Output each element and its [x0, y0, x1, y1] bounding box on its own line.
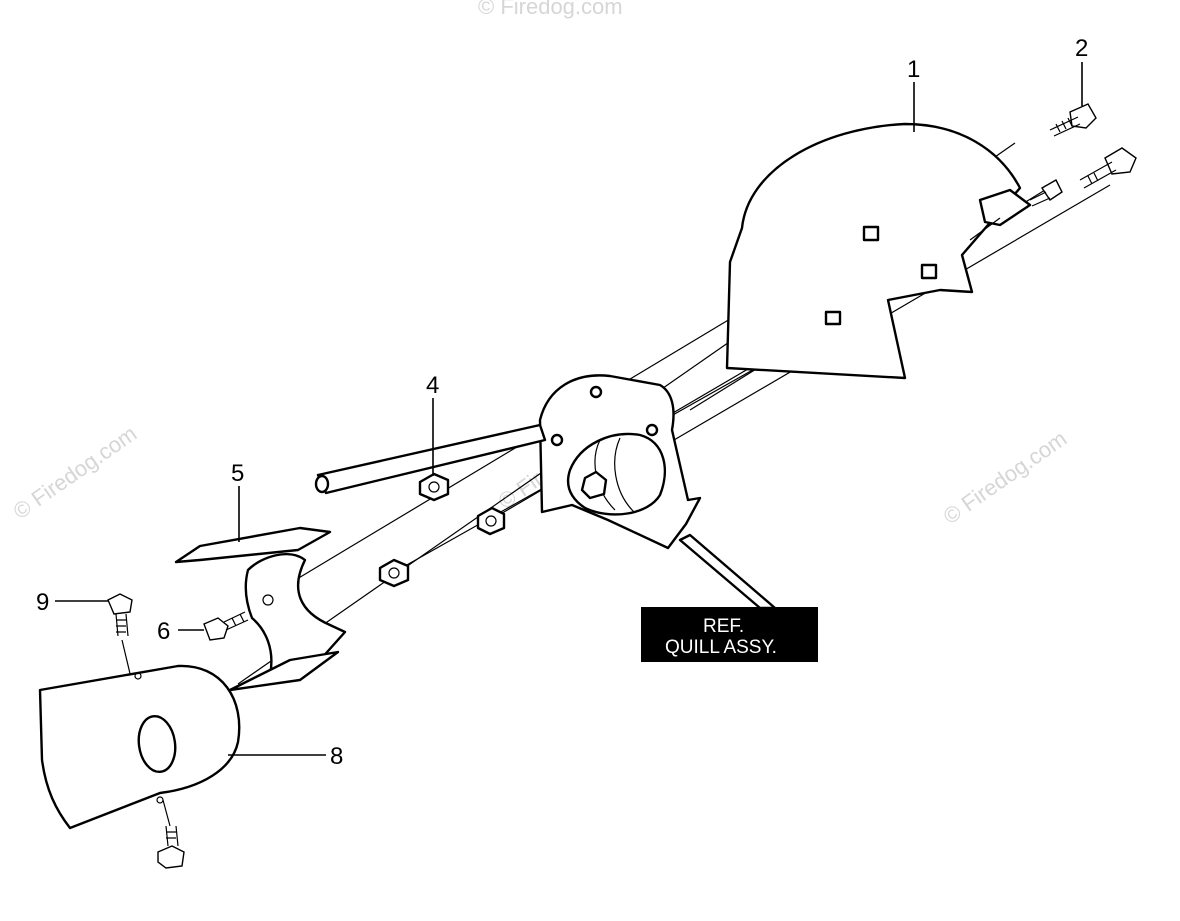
quill-assembly [538, 374, 702, 550]
nut-lower [378, 558, 410, 588]
watermark-left: © Firedog.com [9, 421, 142, 524]
callout-4: 4 [426, 372, 439, 399]
part-5-bracket [174, 526, 347, 692]
part-2-bolts [1029, 103, 1137, 207]
callout-8: 8 [330, 743, 343, 770]
reference-quill-assembly-label: REF. QUILL ASSY. [641, 607, 818, 662]
part-9-bolt [107, 593, 133, 683]
callout-1: 1 [907, 56, 920, 83]
callout-numbers: 1 2 4 5 6 9 8 [36, 35, 1088, 770]
bolt-head-lower [1041, 179, 1063, 201]
shroud-slot-right [920, 263, 938, 280]
callout-leaders [55, 62, 1083, 756]
bottom-bolt [157, 799, 185, 869]
nut-middle [476, 506, 506, 536]
ref-pointer [678, 533, 777, 610]
quill-nut [580, 470, 608, 500]
part-4-nuts [378, 472, 506, 588]
watermark-right: © Firedog.com [939, 426, 1072, 529]
bolt-head-right [1104, 147, 1137, 175]
bolt-head-upper [1069, 103, 1097, 129]
arm-rod [314, 423, 547, 495]
part-6-bolt [203, 611, 249, 641]
part-8-end-shield [38, 664, 241, 830]
ref-line-1: REF. [703, 616, 745, 637]
shroud-slot-lower [824, 310, 842, 326]
watermark-top-center: © Firedog.com [478, 0, 623, 19]
callout-6: 6 [157, 618, 170, 645]
shroud-slot-upper [862, 225, 880, 242]
part-1-shroud [725, 122, 1032, 380]
callout-2: 2 [1075, 35, 1088, 62]
ref-line-2: QUILL ASSY. [665, 637, 777, 658]
callout-9: 9 [36, 589, 49, 616]
callout-5: 5 [231, 460, 244, 487]
nut-upper [418, 472, 450, 502]
